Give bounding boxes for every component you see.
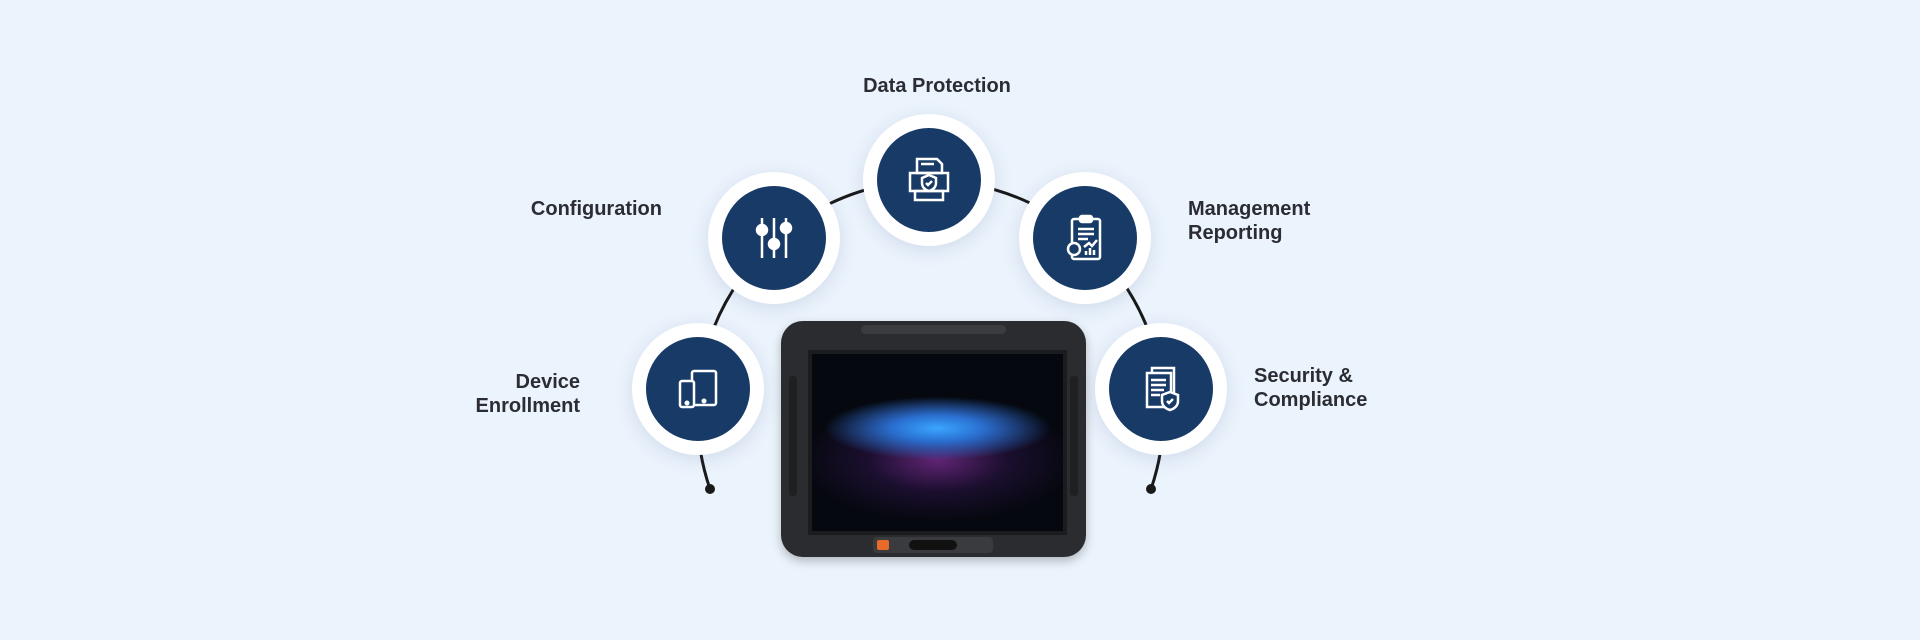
node-management-reporting — [1019, 172, 1151, 304]
sliders-icon — [755, 218, 793, 258]
label-configuration: Configuration — [462, 197, 662, 221]
label-data-protection: Data Protection — [787, 74, 1087, 98]
label-security-compliance: Security & Compliance — [1254, 364, 1454, 412]
clipboard-report-icon — [1066, 214, 1102, 261]
tablet-button-bar — [873, 537, 993, 553]
label-line: Management — [1188, 198, 1311, 220]
document-shield-icon — [908, 157, 950, 202]
rugged-tablet-image — [781, 321, 1086, 557]
label-line: Security & — [1254, 365, 1353, 387]
documents-shield-icon — [1145, 366, 1180, 412]
node-configuration — [708, 172, 840, 304]
label-management-reporting: Management Reporting — [1188, 197, 1388, 245]
power-button — [877, 540, 889, 550]
devices-icon — [678, 369, 718, 409]
node-device-enrollment — [632, 323, 764, 455]
tablet-top-indicator-bar — [861, 325, 1006, 334]
label-line: Device — [515, 371, 581, 393]
label-line: Data Protection — [863, 75, 1011, 97]
label-line: Reporting — [1188, 222, 1283, 244]
node-security-compliance — [1095, 323, 1227, 455]
tablet-right-grip — [1070, 376, 1078, 496]
connector-end-dot-right — [1146, 484, 1156, 494]
node-data-protection — [863, 114, 995, 246]
tablet-left-grip — [789, 376, 797, 496]
label-line: Enrollment — [475, 395, 580, 417]
tablet-screen — [808, 350, 1067, 535]
label-line: Configuration — [530, 198, 662, 220]
label-device-enrollment: Device Enrollment — [380, 370, 580, 418]
fingerprint-slot — [909, 540, 957, 550]
label-line: Compliance — [1254, 389, 1368, 411]
connector-end-dot-left — [705, 484, 715, 494]
